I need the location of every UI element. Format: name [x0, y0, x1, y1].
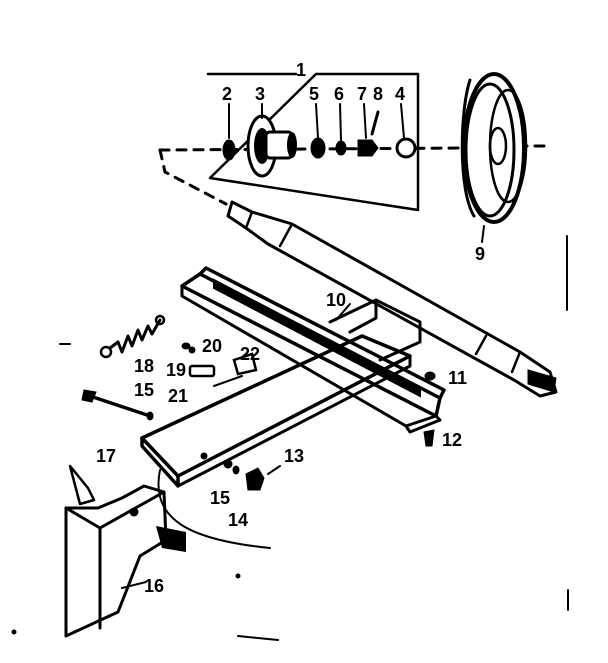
bolt-12-part — [423, 429, 435, 447]
dust-cap-part — [395, 103, 417, 159]
part-label-20: 20 — [202, 336, 222, 356]
lock-washer-part — [223, 459, 240, 475]
speck-2 — [11, 629, 17, 635]
seal-part — [222, 103, 236, 161]
mounting-bracket-part — [64, 464, 186, 638]
washer-part — [335, 103, 347, 156]
cable-line — [157, 469, 271, 549]
part-label-2: 2 — [222, 84, 232, 104]
part-label-17: 17 — [96, 446, 116, 466]
part-label-15b: 15 — [210, 488, 230, 508]
spring-part — [99, 314, 166, 359]
part-label-14: 14 — [228, 510, 248, 530]
part-label-10: 10 — [326, 290, 346, 310]
part-label-18: 18 — [134, 356, 154, 376]
part-label-9: 9 — [475, 244, 485, 264]
cross-member-part — [328, 298, 422, 362]
part-label-11: 11 — [448, 368, 467, 388]
part-label-4: 4 — [395, 84, 405, 104]
part-label-8: 8 — [373, 84, 383, 104]
nut-13-part — [245, 465, 281, 491]
wheel-part — [460, 72, 528, 243]
hub-part — [246, 103, 297, 178]
cotter-pin-part — [370, 110, 380, 136]
block-22-part — [213, 352, 258, 387]
part-label-16: 16 — [144, 576, 164, 596]
part-label-15a: 15 — [134, 380, 154, 400]
bearing-part — [310, 103, 326, 159]
part-label-12: 12 — [442, 430, 462, 450]
frame-channel-part — [180, 266, 446, 434]
support-beam-part — [140, 334, 412, 488]
axle-dashed-leader — [158, 148, 228, 206]
speck — [235, 573, 241, 579]
part-label-21: 21 — [168, 386, 188, 406]
part-label-7: 7 — [357, 84, 367, 104]
part-label-1: 1 — [296, 60, 306, 80]
axle-shaft-part — [226, 200, 558, 398]
part-label-22: 22 — [240, 344, 260, 364]
long-bolt-part — [81, 389, 154, 421]
part-label-19: 19 — [166, 360, 186, 380]
hub-assembly-callout-box — [206, 72, 420, 212]
nut-part — [357, 103, 379, 157]
washer-11-part — [424, 371, 436, 381]
link-19-part — [188, 364, 216, 378]
part-label-6: 6 — [334, 84, 344, 104]
frame-edge-line — [237, 635, 279, 641]
part-label-3: 3 — [255, 84, 265, 104]
part-label-13: 13 — [284, 446, 304, 466]
clip-20-part — [181, 342, 196, 354]
part-label-5: 5 — [309, 84, 319, 104]
